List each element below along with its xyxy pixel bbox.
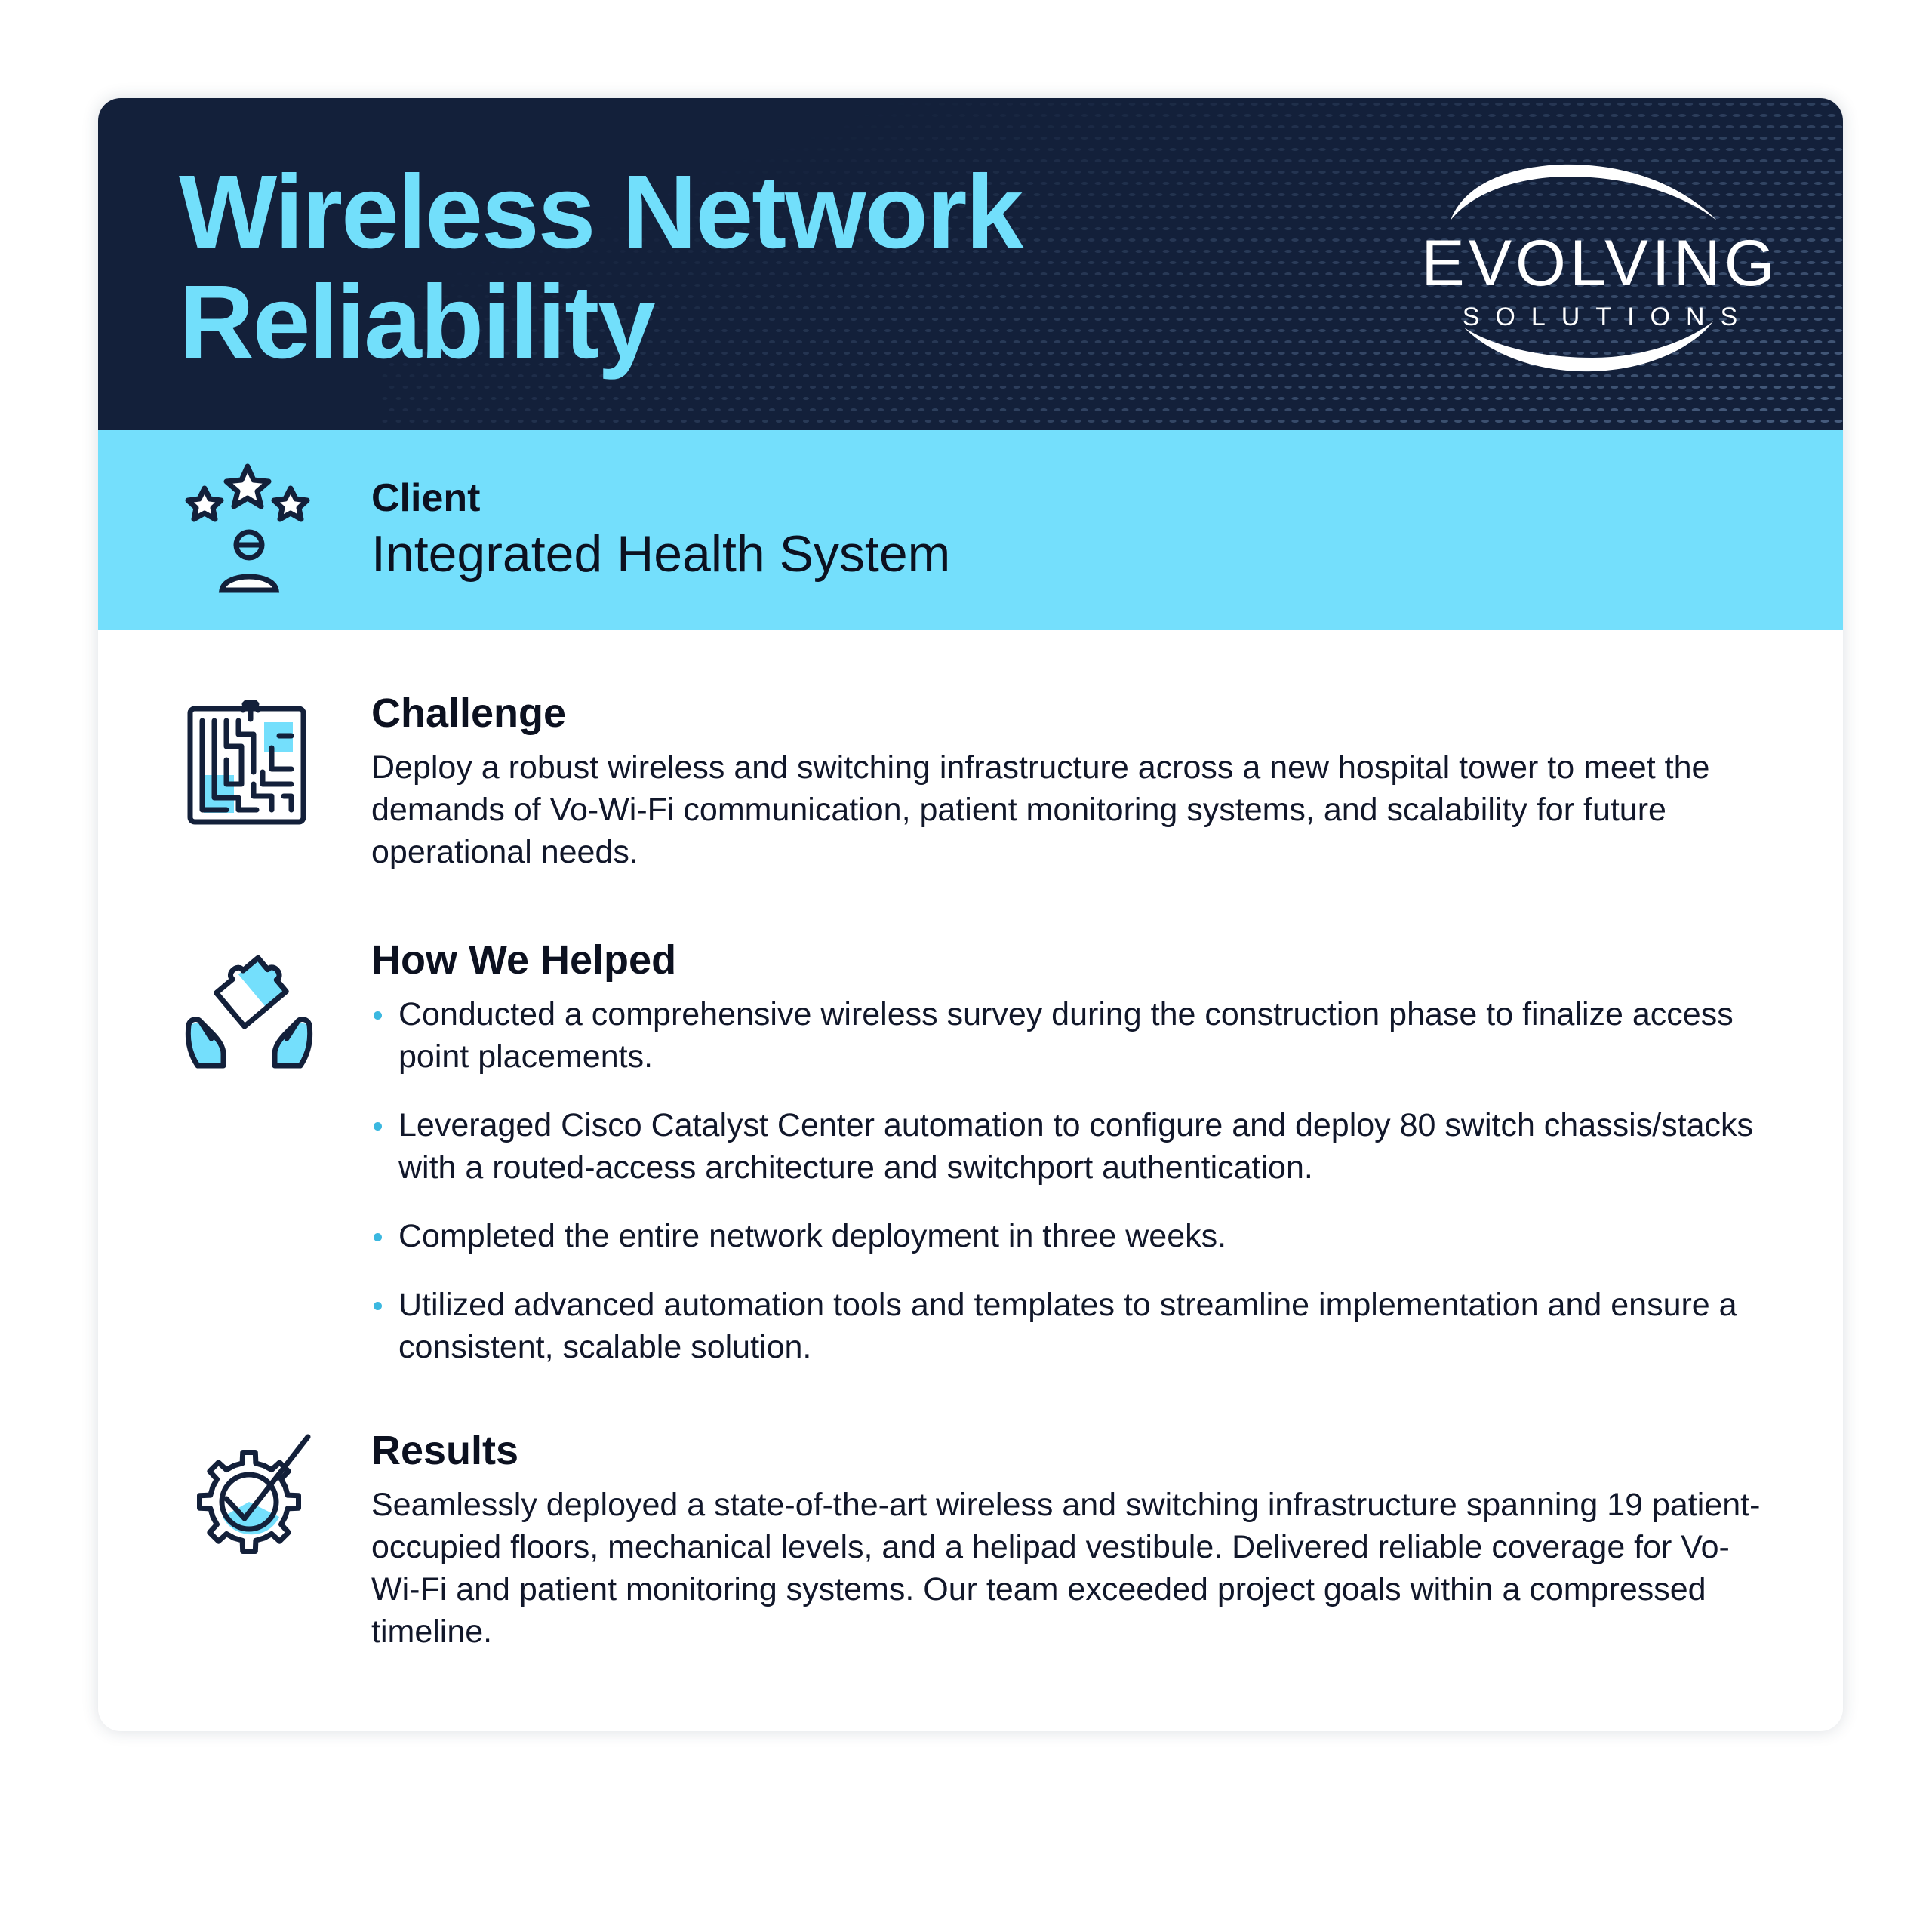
list-item-text: Conducted a comprehensive wireless surve… <box>398 996 1734 1075</box>
logo-wordmark: EVOLVING <box>1421 227 1779 300</box>
list-item: Utilized advanced automation tools and t… <box>371 1284 1790 1368</box>
logo-subtext: SOLUTIONS <box>1462 303 1754 331</box>
how-we-helped-list: Conducted a comprehensive wireless surve… <box>371 993 1790 1395</box>
page-title-line-1: Wireless Network <box>179 154 1023 270</box>
gear-check-icon <box>197 1434 311 1554</box>
client-band: Client Integrated Health System <box>98 430 1843 630</box>
results-body: Seamlessly deployed a state-of-the-art w… <box>371 1487 1761 1650</box>
list-item-text: Utilized advanced automation tools and t… <box>398 1287 1737 1365</box>
list-item: Conducted a comprehensive wireless surve… <box>371 993 1790 1078</box>
logo-swoosh <box>1451 164 1717 372</box>
case-study-card: Wireless Network Reliability EVOLVING SO… <box>98 98 1843 1731</box>
bullet-dot <box>374 1122 382 1131</box>
maze-icon <box>187 700 306 825</box>
hands-puzzle-icon <box>185 955 313 1069</box>
list-item: Completed the entire network deployment … <box>371 1215 1790 1257</box>
list-item-text: Leveraged Cisco Catalyst Center automati… <box>398 1107 1753 1186</box>
how-we-helped-title: How We Helped <box>371 937 677 983</box>
page-title-line-2: Reliability <box>179 264 656 380</box>
customer-rating-icon <box>185 463 310 593</box>
results-title: Results <box>371 1428 519 1473</box>
bullet-dot <box>374 1011 382 1020</box>
bullet-dot <box>374 1302 382 1310</box>
page-title: Wireless Network Reliability <box>179 154 1023 380</box>
challenge-body: Deploy a robust wireless and switching i… <box>371 749 1710 870</box>
client-name: Integrated Health System <box>371 525 951 583</box>
header-banner: Wireless Network Reliability EVOLVING SO… <box>98 98 1843 430</box>
list-item-text: Completed the entire network deployment … <box>398 1218 1227 1254</box>
bullet-dot <box>374 1233 382 1241</box>
list-item: Leveraged Cisco Catalyst Center automati… <box>371 1104 1790 1189</box>
dot-pattern <box>382 103 1843 423</box>
challenge-title: Challenge <box>371 691 567 736</box>
evolving-solutions-logo: EVOLVING SOLUTIONS <box>1381 160 1819 379</box>
client-label: Client <box>371 476 481 520</box>
